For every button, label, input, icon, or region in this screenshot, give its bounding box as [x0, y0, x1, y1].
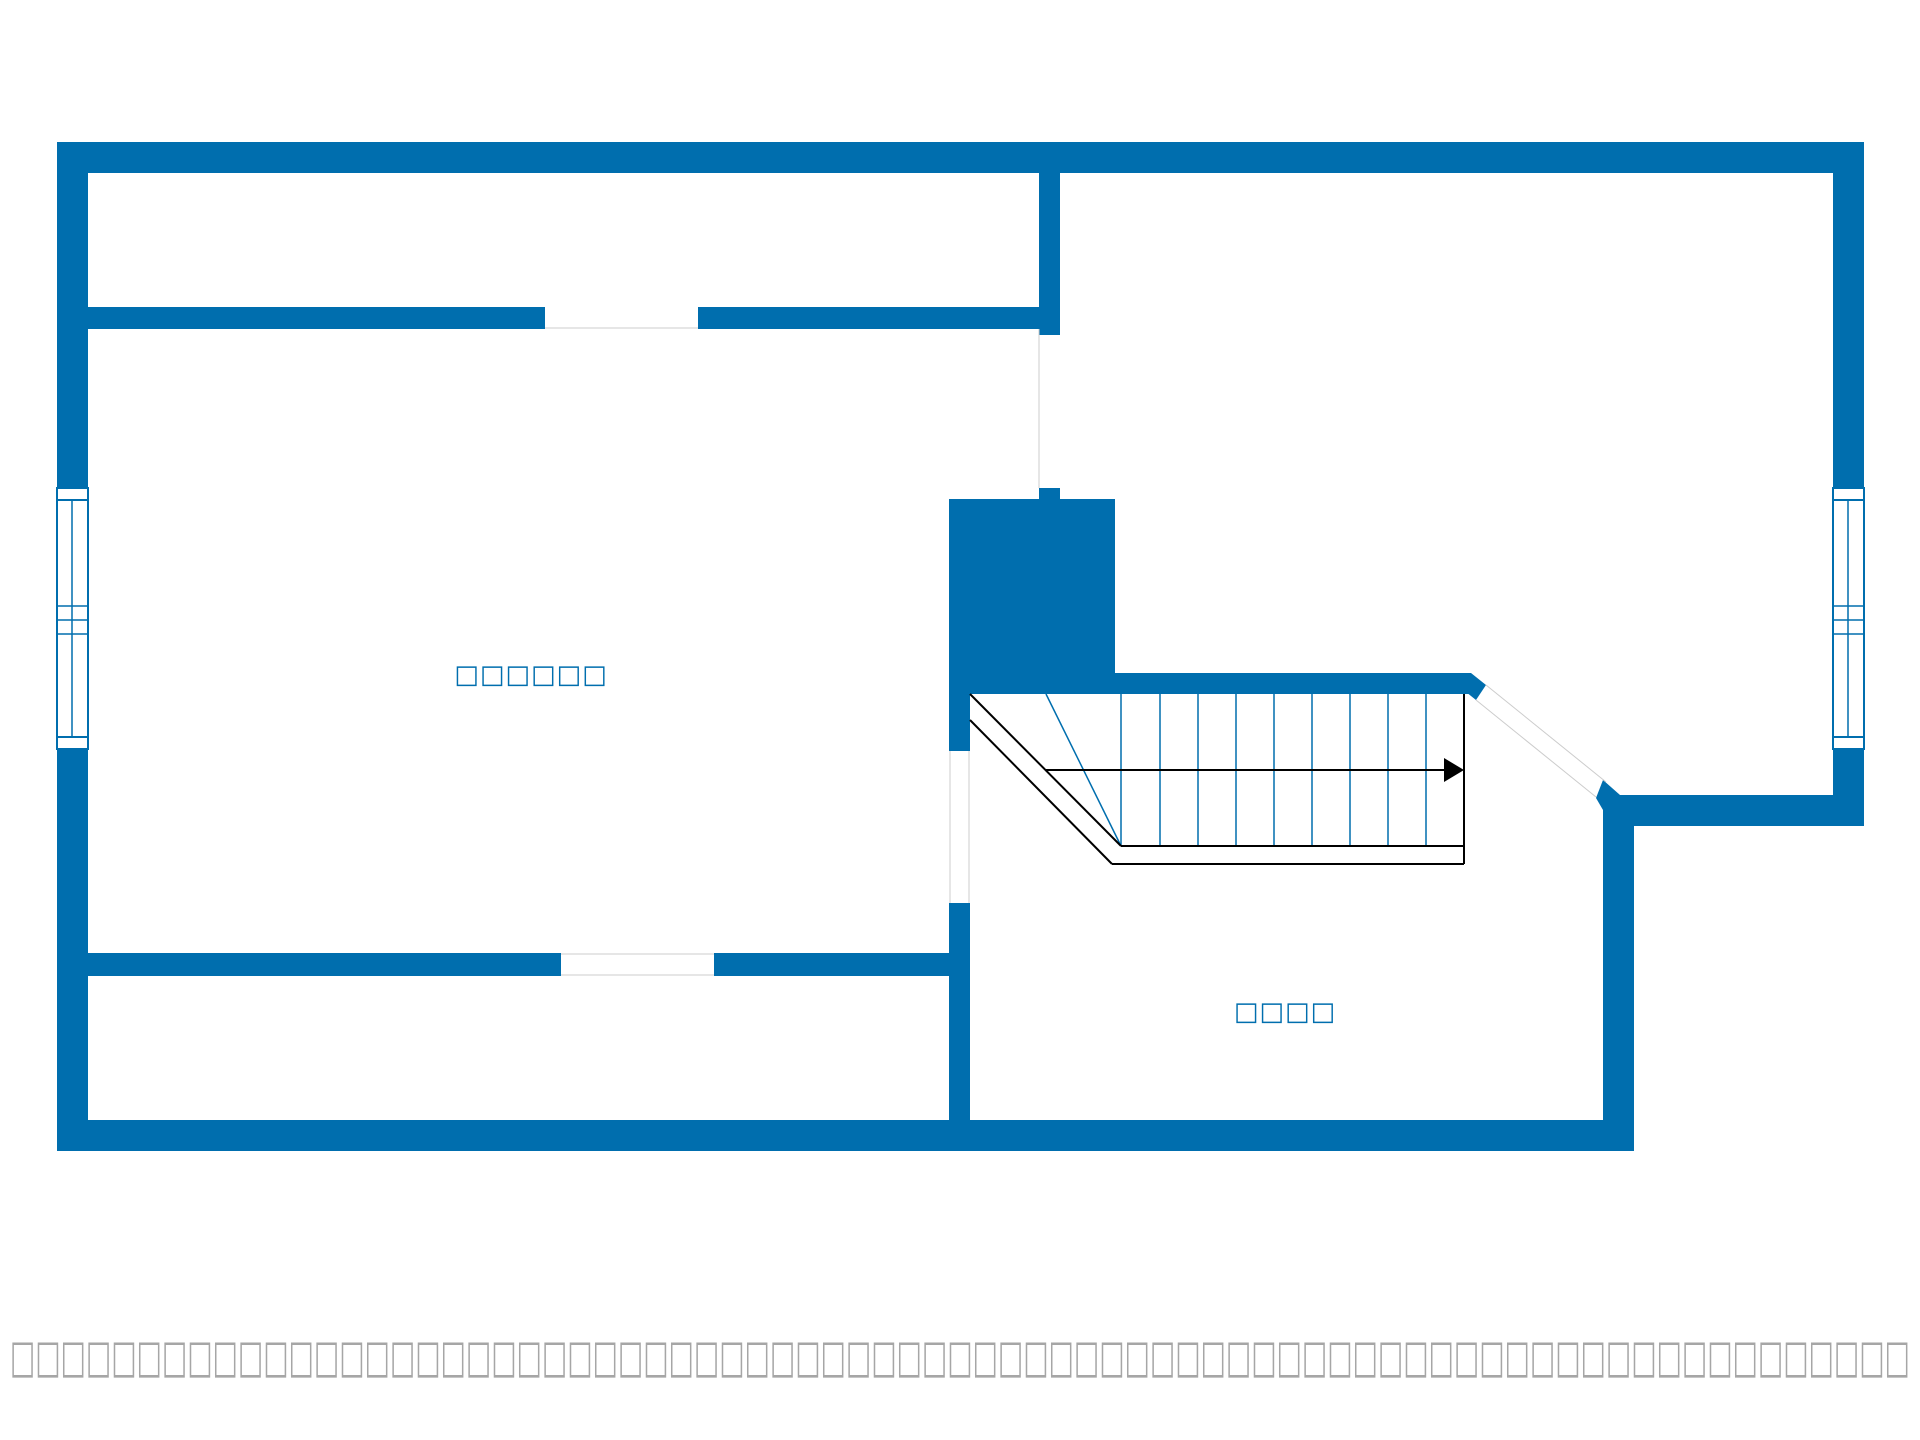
openings	[545, 327, 1607, 976]
wall-stair-left-lower	[949, 903, 970, 1151]
wall-diagonal-top-end	[1461, 673, 1486, 700]
staircase	[969, 693, 1465, 865]
window-right-bottom-cap	[1832, 736, 1865, 750]
chimney-block	[949, 499, 1115, 693]
room-label-stair: □□□□	[1234, 997, 1336, 1027]
stair-stringer	[969, 693, 1465, 865]
interior-walls	[57, 142, 1620, 1151]
window-left-bottom-cap	[56, 736, 89, 750]
window-right-top-cap	[1832, 487, 1865, 501]
wall-right-upper	[1833, 142, 1864, 488]
wall-right-room-bottom	[1620, 795, 1864, 826]
wall-inner-top-left	[57, 307, 545, 329]
window-left	[56, 487, 89, 750]
outer-walls	[57, 142, 1864, 1151]
wall-left-lower	[57, 748, 88, 1151]
stringer-diag-upper	[969, 693, 1122, 847]
opening-diagonal-b	[1475, 699, 1597, 798]
wall-center-vertical-stub	[1039, 488, 1060, 500]
room-label-main: □□□□□□	[454, 660, 607, 690]
wall-inner-top-right	[698, 307, 1060, 329]
footer-caption: □□□□□□□□□□□□□□□□□□□□□□□□□□□□□□□□□□□□□□□□…	[10, 1329, 1910, 1383]
wall-inner-bottom-left	[57, 953, 561, 976]
opening-diagonal-a	[1485, 684, 1607, 783]
wall-diagonal-bottom-end	[1596, 780, 1620, 810]
wall-inner-bottom-right	[714, 953, 970, 976]
wall-bottom	[57, 1120, 1634, 1151]
wall-center-vertical-top	[1039, 142, 1060, 335]
wall-stair-room-right	[1603, 803, 1634, 1151]
arrow-right-icon	[1444, 758, 1464, 782]
wall-top	[57, 142, 1863, 173]
window-right	[1832, 487, 1865, 750]
stringer-diag-lower	[969, 719, 1113, 865]
wall-stair-left-upper	[949, 673, 970, 751]
window-left-top-cap	[56, 487, 89, 501]
wall-stair-top	[949, 673, 1471, 694]
